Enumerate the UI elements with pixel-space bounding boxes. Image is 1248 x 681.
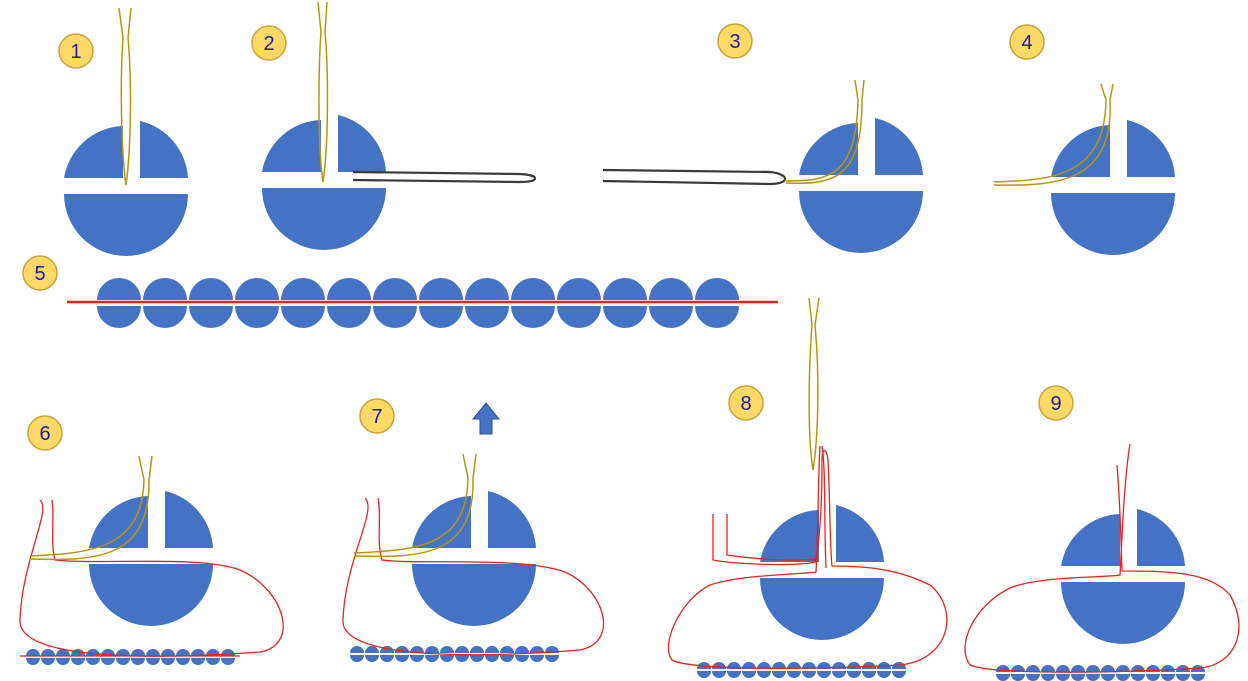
step-3 [602, 79, 923, 253]
step-7-gold-thread [353, 453, 477, 558]
step-4-beads [1051, 120, 1175, 255]
step-1 [64, 7, 188, 256]
step-7-red-thread [342, 497, 605, 656]
step-2-gold-thread [317, 1, 329, 183]
step-badge-1: 1 [58, 33, 94, 69]
step-8-red-thread [667, 445, 948, 669]
step-8 [667, 297, 948, 678]
step-7-beads [412, 491, 536, 626]
step-number-2: 2 [263, 33, 274, 55]
step-8-gold-thread [808, 297, 820, 471]
step-9 [964, 443, 1240, 681]
step-3-beads [799, 118, 923, 253]
step-6 [19, 455, 284, 665]
step-7 [342, 402, 605, 662]
step-badge-2: 2 [251, 25, 287, 61]
step-number-9: 9 [1050, 393, 1061, 415]
step-2-needle-wire [352, 170, 537, 184]
step-8-bead-row [697, 662, 906, 678]
step-9-red-thread [964, 443, 1240, 673]
step-number-8: 8 [740, 393, 751, 415]
step-number-3: 3 [729, 31, 740, 53]
step-6-bead-row [26, 649, 235, 665]
up-arrow-icon [471, 402, 501, 435]
step-3-needle-wire [602, 168, 787, 186]
step-number-5: 5 [34, 263, 45, 285]
step-4 [993, 83, 1175, 255]
step-6-beads [89, 491, 213, 626]
step-number-1: 1 [70, 41, 81, 63]
step-8-beads [760, 505, 884, 640]
step-2 [262, 1, 537, 250]
step-5 [67, 278, 778, 328]
step-number-4: 4 [1021, 32, 1032, 54]
step-badge-4: 4 [1009, 24, 1045, 60]
step-badge-8: 8 [728, 385, 764, 421]
step-badge-5: 5 [22, 255, 58, 291]
step-number-7: 7 [371, 406, 382, 428]
step-number-6: 6 [39, 423, 50, 445]
step-1-beads [64, 121, 188, 256]
step-9-bead-row [996, 665, 1205, 681]
step-2-beads [262, 115, 386, 250]
step-badge-3: 3 [717, 23, 753, 59]
step-4-gold-thread [993, 83, 1114, 186]
step-1-gold-thread [118, 7, 132, 186]
step-3-gold-thread [785, 79, 865, 185]
step-6-gold-thread [29, 455, 153, 561]
step-badge-6: 6 [27, 415, 63, 451]
step-6-red-thread [19, 499, 284, 657]
step-badge-9: 9 [1038, 385, 1074, 421]
step-badge-7: 7 [359, 398, 395, 434]
step-badges: 1 2 3 4 5 6 7 8 [22, 23, 1074, 451]
